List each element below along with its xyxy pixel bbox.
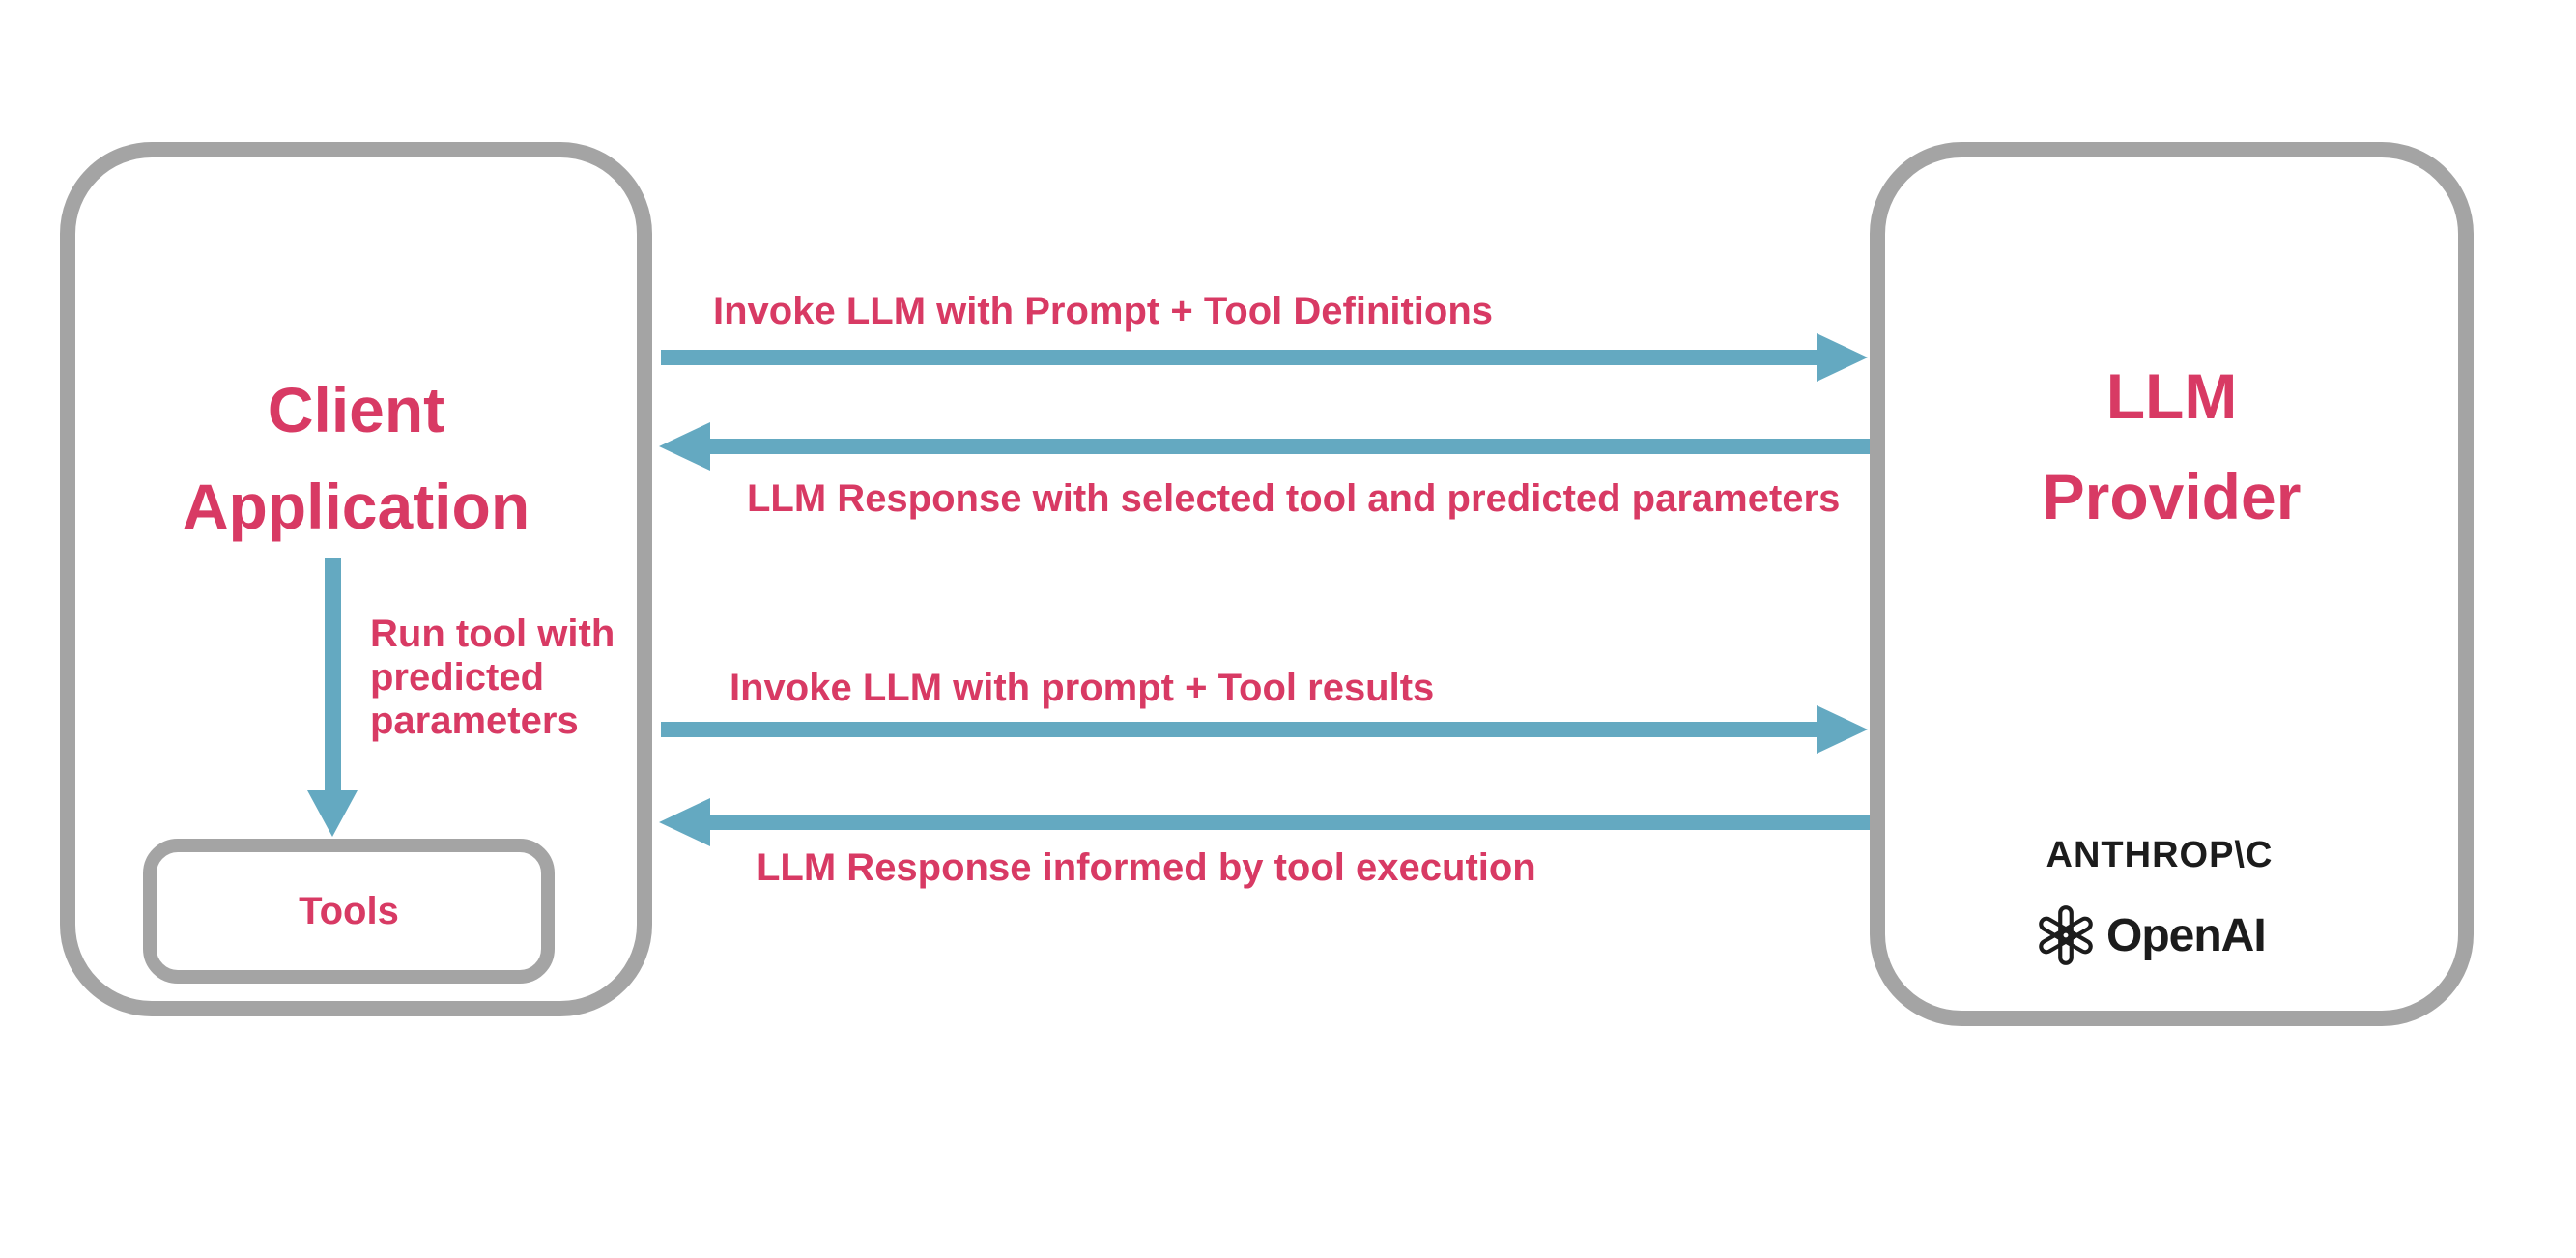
arrow-left-icon bbox=[659, 798, 710, 846]
run-tool-arrow-shaft bbox=[325, 558, 341, 792]
arrow-1-shaft bbox=[661, 350, 1817, 365]
llm-provider-box bbox=[1870, 142, 2474, 1026]
client-application-title: Client Application bbox=[182, 374, 530, 542]
tools-label: Tools bbox=[299, 889, 399, 932]
arrow-3-label: Invoke LLM with prompt + Tool results bbox=[730, 667, 1435, 709]
arrow-4-shaft bbox=[710, 815, 1870, 830]
openai-icon bbox=[2039, 905, 2093, 965]
arrow-2-shaft bbox=[710, 439, 1870, 454]
arrow-right-icon bbox=[1817, 705, 1868, 754]
arrow-down-icon bbox=[307, 790, 358, 837]
llm-provider-title: LLM Provider bbox=[2042, 360, 2302, 532]
arrow-3-shaft bbox=[661, 722, 1817, 737]
run-tool-label: Run tool with predicted parameters bbox=[370, 613, 615, 742]
arrow-1-label: Invoke LLM with Prompt + Tool Definition… bbox=[713, 290, 1494, 332]
arrow-left-icon bbox=[659, 422, 710, 471]
arrow-4-label: LLM Response informed by tool execution bbox=[757, 846, 1536, 889]
anthropic-logo: ANTHROP\C bbox=[2046, 835, 2274, 875]
openai-logo: OpenAI bbox=[2035, 904, 2267, 966]
openai-wordmark: OpenAI bbox=[2106, 909, 2267, 961]
arrow-right-icon bbox=[1817, 333, 1868, 382]
arrow-2-label: LLM Response with selected tool and pred… bbox=[747, 477, 1841, 520]
tools-box: Tools bbox=[143, 839, 555, 984]
